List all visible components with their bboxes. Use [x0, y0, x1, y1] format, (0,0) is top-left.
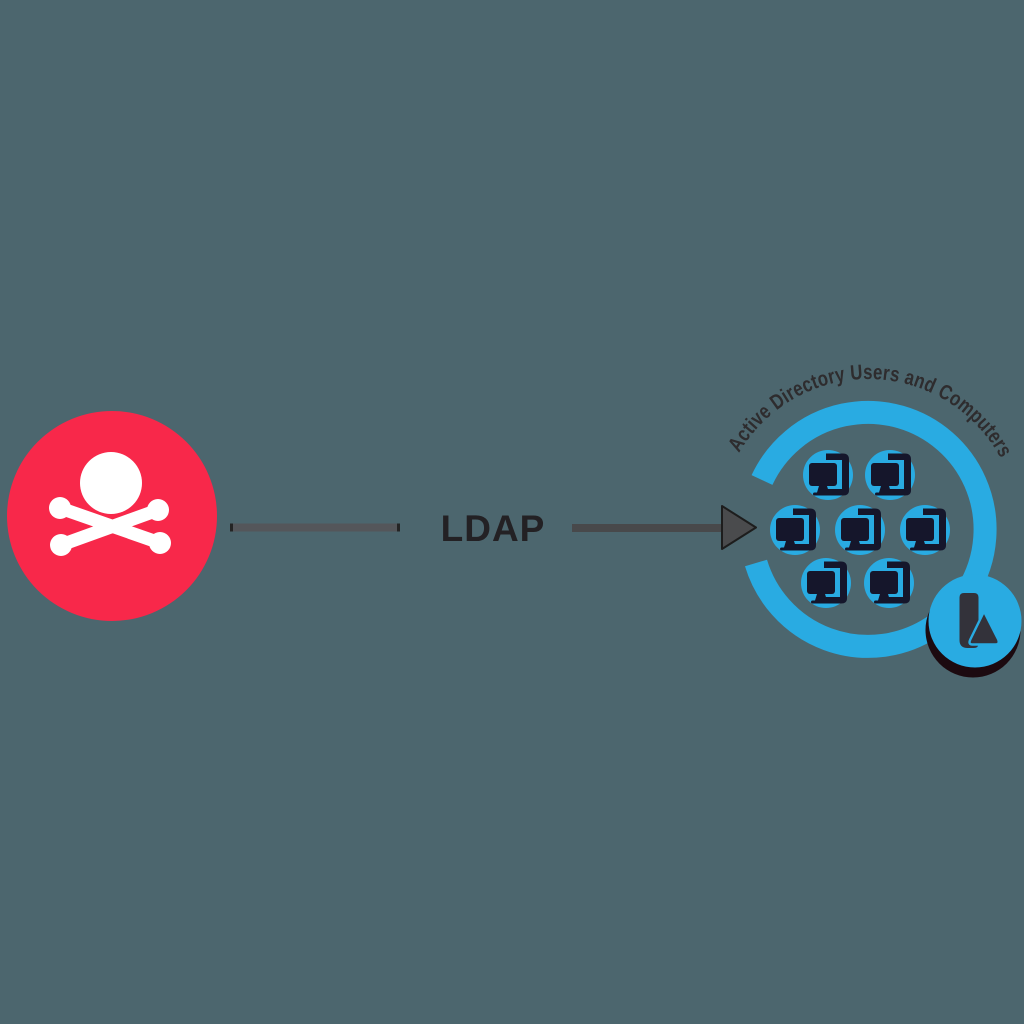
- ad-ring: [744, 400, 997, 658]
- computer-node: [835, 505, 885, 555]
- vendor-logo-icon: [959, 593, 1000, 648]
- computer-node: [900, 505, 950, 555]
- computer-node: [803, 450, 853, 500]
- computer-node: [865, 450, 915, 500]
- connection: LDAP: [230, 505, 757, 550]
- computer-node: [864, 558, 914, 608]
- active-directory-group: Active Directory Users and Computers: [724, 361, 1022, 678]
- attacker-node: [7, 411, 217, 621]
- connector-line-cap-left: [230, 523, 233, 532]
- skull-crossbones-icon: [49, 452, 171, 556]
- computer-node: [770, 505, 820, 555]
- connector-line: [230, 523, 400, 532]
- arrow-right-icon: [572, 505, 757, 550]
- computer-node: [801, 558, 851, 608]
- ldap-label: LDAP: [441, 508, 546, 549]
- connector-line-cap-right: [397, 523, 400, 532]
- attacker-circle: [7, 411, 217, 621]
